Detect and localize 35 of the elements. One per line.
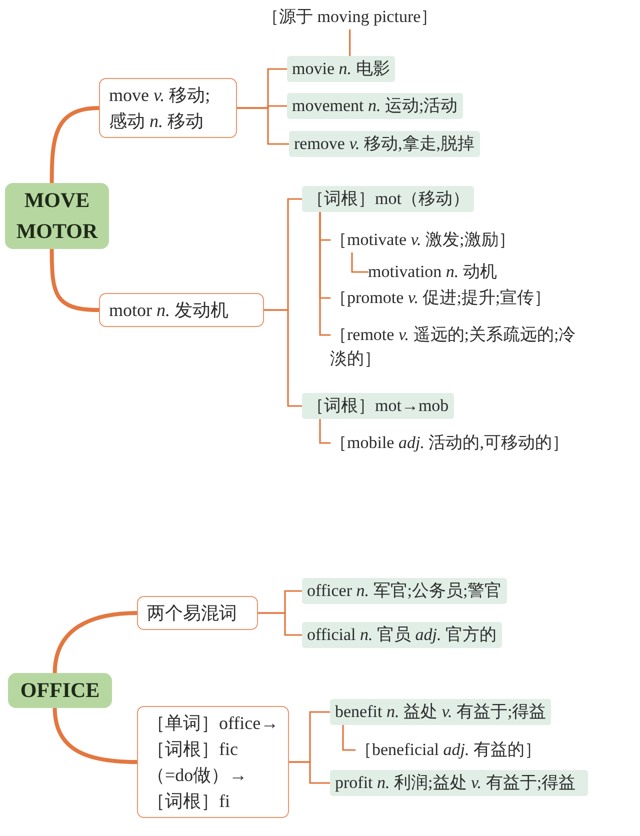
entry-box: benefit n. 益处 v. 有益于;得益 xyxy=(330,699,552,725)
branch-curve xyxy=(50,247,101,312)
entry-box: profit n. 利润;益处 v. 有益于;得益 xyxy=(330,770,588,796)
entry-text: ［motivate v. 激发;激励］ xyxy=(330,227,516,253)
connector-line xyxy=(342,724,356,751)
branch-box: move v. 移动;感动 n. 移动 xyxy=(99,78,237,138)
connector-line xyxy=(263,309,303,407)
origin-note: ［源于 moving picture］ xyxy=(262,4,438,30)
entry-box: movie n. 电影 xyxy=(287,56,395,82)
topic-box: OFFICE xyxy=(8,673,112,708)
branch-curve xyxy=(52,706,139,764)
entry-box: official n. 官员 adj. 官方的 xyxy=(302,622,502,648)
connector-line xyxy=(351,252,369,273)
branch-box: 两个易混词 xyxy=(137,596,258,630)
entry-box: remove v. 移动,拿走,脱掉 xyxy=(289,131,480,157)
connector-line xyxy=(319,418,331,444)
branch-box: ［单词］office→［词根］fic（=do做）→［词根］fi xyxy=(137,706,289,818)
connector-line xyxy=(349,29,351,57)
connector-line xyxy=(319,211,331,336)
branch-curve xyxy=(50,106,101,185)
entry-text: ［promote v. 促进;提升;宣传］ xyxy=(330,285,552,311)
connector-line xyxy=(257,612,303,636)
entry-box: ［词根］mot（移动） xyxy=(302,186,474,212)
branch-curve xyxy=(52,611,139,675)
branch-box: motor n. 发动机 xyxy=(99,293,264,327)
entry-text: ［beneficial adj. 有益的］ xyxy=(355,737,542,763)
entry-text: ［mobile adj. 活动的,可移动的］ xyxy=(330,430,569,456)
topic-box: MOVE MOTOR xyxy=(5,183,109,249)
entry-box: officer n. 军官;公务员;警官 xyxy=(302,578,507,604)
entry-box: movement n. 运动;活动 xyxy=(287,93,463,119)
entry-box: ［词根］mot→mob xyxy=(302,393,454,419)
connector-line xyxy=(236,107,290,145)
connector-line xyxy=(288,761,331,784)
entry-text: motivation n. 动机 xyxy=(368,259,497,285)
entry-text: ［remote v. 遥远的;关系疏远的;冷淡的］ xyxy=(330,322,592,372)
